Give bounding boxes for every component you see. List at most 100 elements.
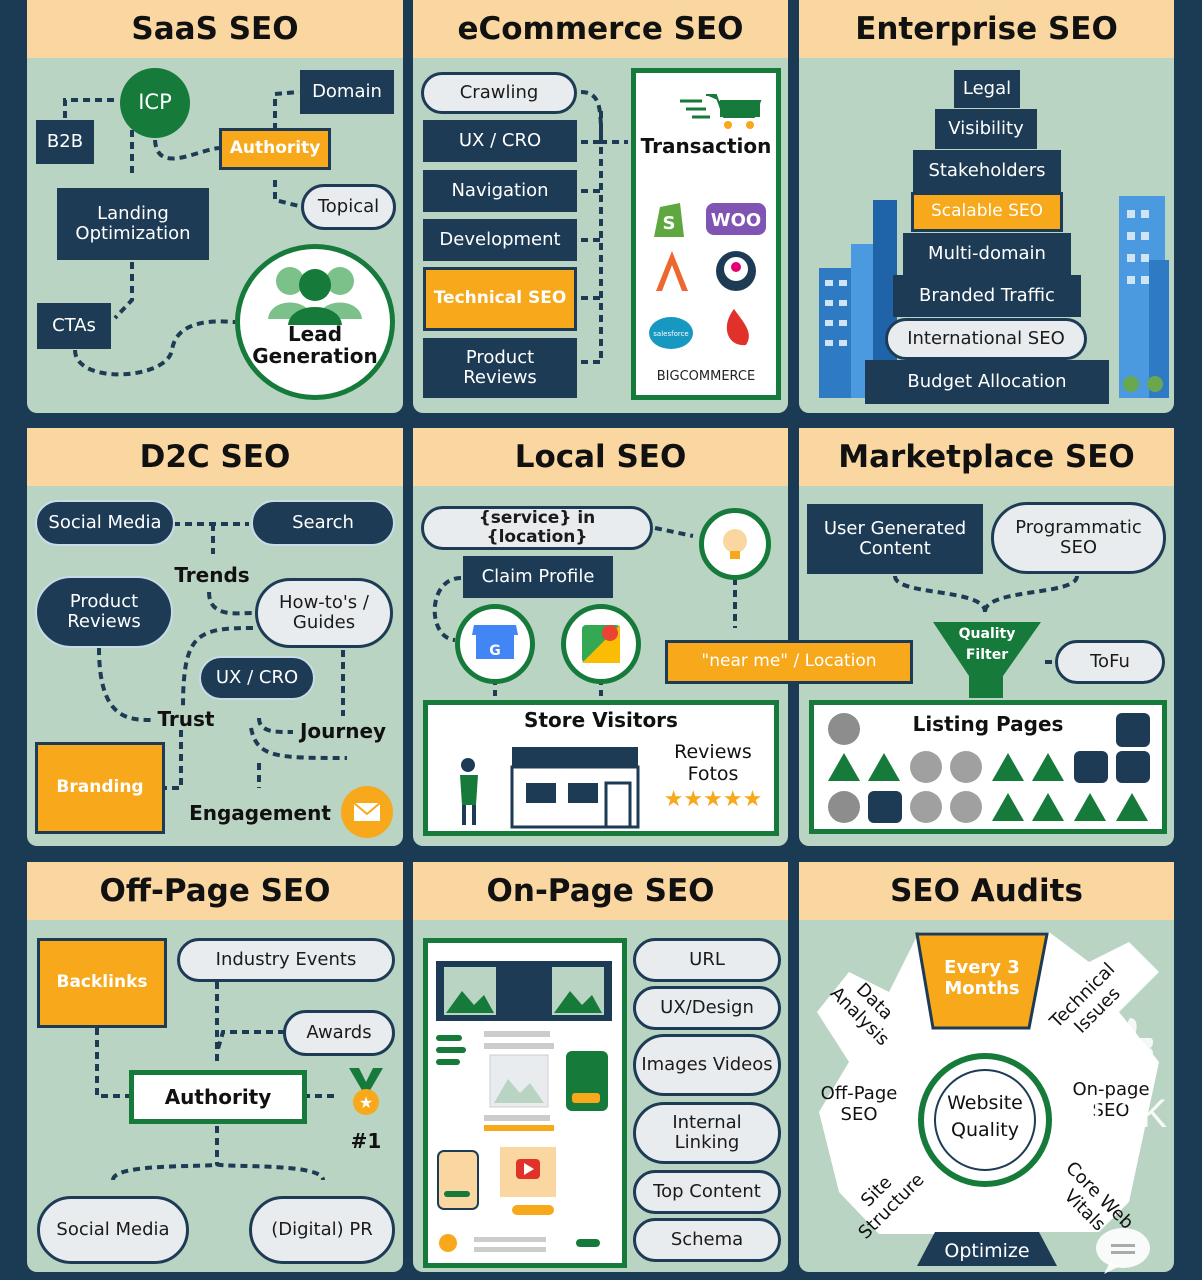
- optimize-label: Optimize: [944, 1240, 1030, 1262]
- panel-local-seo: Local SEO {service} in {location} Claim …: [413, 428, 913, 846]
- digital-pr-node: (Digital) PR: [249, 1196, 395, 1264]
- engagement-label: Engagement: [189, 801, 331, 825]
- storefront-icon: [460, 747, 640, 829]
- landing-optimization-node: Landing Optimization: [57, 188, 209, 260]
- every-3-months-label: Every 3 Months: [944, 957, 1020, 999]
- schema-item: Schema: [633, 1218, 781, 1262]
- tofu-node: ToFu: [1055, 640, 1165, 684]
- panel-offpage-seo: Off-Page SEO Backlinks Industry Events A…: [27, 862, 403, 1272]
- howto-guides-node: How-to's / Guides: [255, 578, 393, 648]
- panel-title: On-Page SEO: [413, 862, 788, 920]
- panel-title: Marketplace SEO: [799, 428, 1174, 486]
- medal-icon: ★: [349, 1068, 383, 1115]
- panel-saas-seo: SaaS SEO ICP Domain B2B Authority Landin…: [27, 0, 403, 413]
- budget-allocation-level: Budget Allocation: [865, 360, 1109, 404]
- branding-node: Branding: [35, 742, 165, 834]
- navigation-node: Navigation: [423, 170, 577, 212]
- ecommerce-logos: S WOO salesforce: [649, 203, 766, 349]
- quality-filter-label: Quality Filter: [958, 626, 1016, 663]
- panel-marketplace-seo: Marketplace SEO User Generated Content P…: [799, 428, 1174, 846]
- programmatic-seo-node: Programmatic SEO: [991, 502, 1166, 574]
- panel-d2c-seo: D2C SEO Social Media Search Trends Produ…: [27, 428, 403, 846]
- ux-design-item: UX/Design: [633, 986, 781, 1030]
- internal-linking-item: Internal Linking: [633, 1102, 781, 1164]
- trust-label: Trust: [157, 707, 215, 731]
- offpage-seo-label: Off-Page SEO: [820, 1083, 898, 1125]
- webpage-wireframe: [436, 961, 612, 1252]
- near-me-location-node: "near me" / Location: [665, 640, 913, 684]
- journey-label: Journey: [299, 719, 387, 743]
- listing-pages-label: Listing Pages: [912, 712, 1064, 736]
- thumbs-up-icon: [1100, 1018, 1153, 1078]
- salesforce-icon: [649, 317, 693, 349]
- rating-stars: ★★★★★: [663, 787, 763, 812]
- panel-title: D2C SEO: [27, 428, 403, 486]
- development-node: Development: [423, 219, 577, 261]
- ux-cro-node: UX / CRO: [423, 120, 577, 162]
- svg-text:G: G: [489, 643, 501, 659]
- product-reviews-node: Product Reviews: [423, 338, 577, 398]
- service-location-node: {service} in {location}: [421, 506, 653, 550]
- bigcommerce-logo: BIGCOMMERCE: [656, 369, 756, 384]
- comment-button[interactable]: [1094, 1226, 1152, 1276]
- multi-domain-level: Multi-domain: [903, 233, 1071, 275]
- transaction-label: Transaction: [640, 134, 772, 158]
- svg-text:★: ★: [359, 1093, 373, 1112]
- authority-node: Authority: [129, 1070, 307, 1124]
- social-media-node: Social Media: [35, 500, 175, 546]
- social-media-node: Social Media: [37, 1196, 189, 1264]
- international-seo-level: International SEO: [885, 318, 1087, 360]
- cart-icon: [680, 94, 762, 129]
- panel-title: Enterprise SEO: [799, 0, 1174, 58]
- woocommerce-icon: [706, 203, 766, 235]
- industry-events-node: Industry Events: [177, 938, 395, 982]
- top-content-item: Top Content: [633, 1170, 781, 1214]
- reviews-label: Reviews: [674, 741, 752, 763]
- shopify-icon: [654, 203, 684, 237]
- b2b-node: B2B: [36, 120, 94, 164]
- authority-node: Authority: [219, 128, 331, 170]
- store-visitors-label: Store Visitors: [524, 708, 678, 732]
- panel-ecommerce-seo: eCommerce SEO Crawling UX / CRO Navigati…: [413, 0, 788, 413]
- webpage-mockup: [423, 938, 627, 1268]
- technical-seo-node: Technical SEO: [423, 267, 577, 331]
- images-videos-item: Images Videos: [633, 1034, 781, 1096]
- scalable-seo-level: Scalable SEO: [911, 192, 1063, 232]
- like-button[interactable]: [1092, 1012, 1156, 1082]
- people-icon: [268, 267, 362, 325]
- offpage-connectors: [95, 982, 339, 1181]
- panel-enterprise-seo: Enterprise SEO Legal Visibility Stakehol…: [799, 0, 1174, 413]
- listing-pages-card: Listing Pages: [809, 700, 1167, 834]
- funnel-icon: [933, 622, 1041, 698]
- panel-onpage-seo: On-Page SEO URL UX/Design Images Videos …: [413, 862, 788, 1272]
- d2c-connectors: [97, 522, 348, 790]
- ux-cro-node: UX / CRO: [199, 656, 315, 700]
- panel-seo-audits: SEO Audits Every 3 Months Data Analysis …: [799, 862, 1174, 1272]
- awards-node: Awards: [283, 1010, 395, 1056]
- panel-title: SEO Audits: [799, 862, 1174, 920]
- transaction-card: Transaction S WOO salesforce BIGCOMMERCE: [631, 68, 781, 400]
- claim-profile-node: Claim Profile: [463, 556, 613, 598]
- ecom-connectors: [580, 90, 628, 364]
- onpage-seo-label: On-page SEO: [1072, 1079, 1150, 1121]
- lightbulb-icon: [699, 508, 771, 580]
- backlinks-node: Backlinks: [37, 938, 167, 1028]
- panel-title: eCommerce SEO: [413, 0, 788, 58]
- like-count: 1.1K: [1084, 1092, 1168, 1136]
- lightspeed-icon: [726, 309, 749, 346]
- visibility-level: Visibility: [935, 109, 1037, 149]
- search-node: Search: [251, 500, 395, 546]
- google-maps-icon: [561, 604, 641, 684]
- email-icon: [341, 786, 393, 838]
- rank-label: #1: [350, 1129, 382, 1153]
- comment-icon: [1096, 1228, 1150, 1274]
- lead-generation-circle: Lead Generation: [235, 244, 395, 400]
- domain-node: Domain: [300, 70, 394, 114]
- ctas-node: CTAs: [37, 303, 111, 349]
- panel-title: SaaS SEO: [27, 0, 403, 58]
- svg-text:salesforce: salesforce: [653, 330, 688, 338]
- lead-generation-label: Lead Generation: [252, 322, 378, 368]
- topical-node: Topical: [301, 184, 396, 230]
- legal-level: Legal: [954, 70, 1020, 108]
- google-business-icon: G: [455, 604, 535, 684]
